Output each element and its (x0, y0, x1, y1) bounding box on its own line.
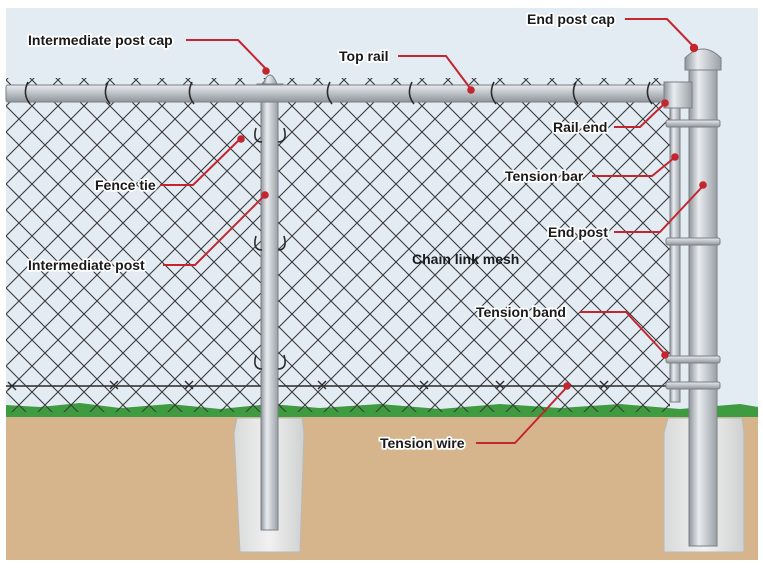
tension-bands (665, 119, 721, 390)
top-rail-wire-loops (24, 81, 653, 105)
rail-end-leader (614, 103, 665, 128)
ground (6, 412, 758, 560)
tension-bar-leader (592, 157, 675, 177)
label-chain-link-mesh: Chain link mesh (412, 251, 519, 267)
tension-bar-shape (669, 89, 681, 403)
label-end-post-cap: End post cap (527, 11, 615, 27)
end-post-cap-leader (625, 18, 695, 48)
intermediate-post-cap-leader (186, 39, 267, 70)
tension-wire-leader (476, 387, 567, 444)
label-end-post: End post (548, 224, 608, 240)
label-fence-tie: Fence tie (95, 177, 156, 193)
top-rail-leader (398, 55, 471, 89)
intermediate-post-leader (163, 195, 265, 266)
end-post-leader (614, 185, 704, 233)
tension-wire-ties (7, 380, 609, 391)
end-post-cap-shape (684, 48, 722, 71)
end-post-body (688, 65, 718, 547)
fence-tie-leader (160, 139, 240, 186)
chain-link-mesh (6, 78, 670, 412)
rail-end-fitting (663, 81, 693, 109)
label-intermediate-post: Intermediate post (28, 257, 145, 273)
tension-band-leader (580, 311, 665, 354)
label-tension-bar: Tension bar (505, 168, 584, 184)
label-rail-end: Rail end (553, 119, 607, 135)
label-intermediate-post-cap: Intermediate post cap (28, 32, 173, 48)
label-top-rail: Top rail (339, 48, 389, 64)
fence-ties (254, 127, 286, 370)
label-tension-wire: Tension wire (380, 435, 465, 451)
intermediate-post-body (260, 95, 279, 531)
label-tension-band: Tension band (476, 304, 566, 320)
